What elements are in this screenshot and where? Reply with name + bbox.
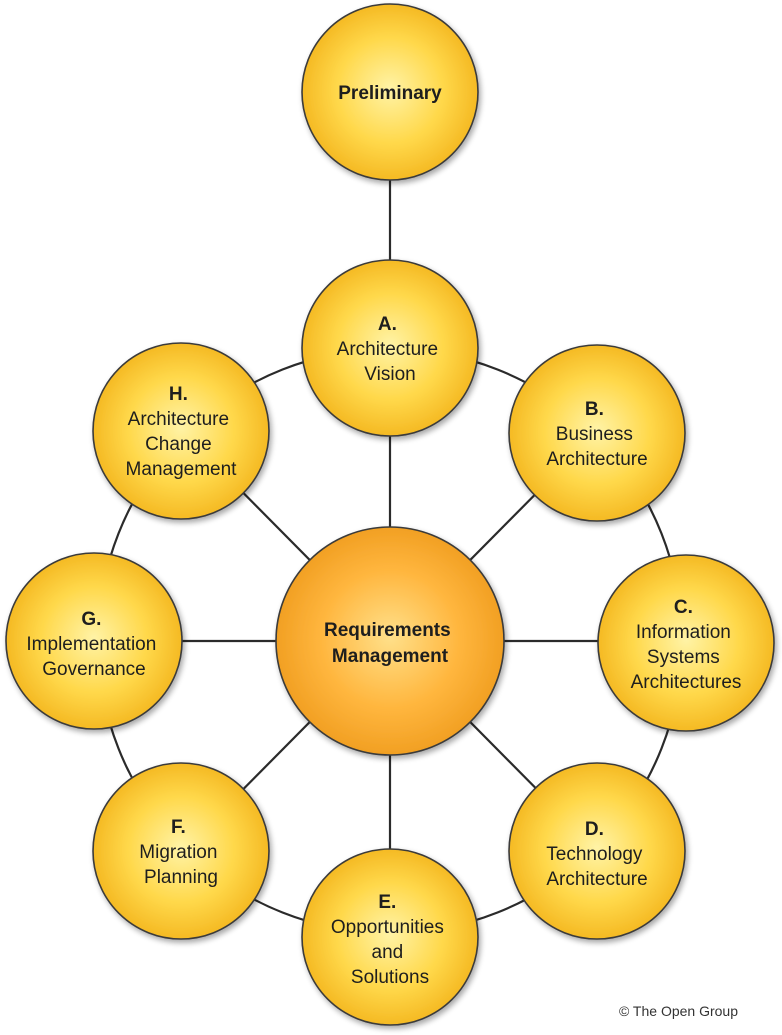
node-b-business-architecture: B. Business Architecture: [508, 344, 686, 522]
node-f-line-1: Migration: [139, 842, 217, 863]
node-c-circle: [597, 554, 775, 732]
node-h-line-3: Management: [126, 459, 238, 480]
node-e-line-1: Opportunities: [331, 917, 444, 938]
node-h-circle: [92, 342, 270, 520]
svg-text:Preliminary: Preliminary: [338, 83, 442, 104]
svg-text:F. Migration Plann: F. Migration Planning: [139, 817, 222, 888]
node-f-migration-planning: F. Migration Planning: [92, 762, 270, 940]
node-e-line-2: and: [372, 942, 404, 963]
svg-text:Requirements Management: Requirements Management: [324, 620, 456, 667]
node-b-letter: B.: [585, 399, 604, 420]
node-c-information-systems-architectures: C. Information Systems Architectures: [597, 554, 775, 732]
node-g-line-1: Implementation: [26, 634, 156, 655]
node-center-circle: [275, 526, 505, 756]
node-center-line-2: Management: [332, 646, 449, 667]
node-requirements-management: Requirements Management: [275, 526, 505, 756]
node-d-line-2: Architecture: [546, 869, 647, 890]
svg-text:C. Information Sys: C. Information Systems Architectures: [631, 597, 742, 693]
node-b-line-2: Architecture: [546, 449, 647, 470]
node-g-circle: [5, 552, 183, 730]
node-d-technology-architecture: D. Technology Architecture: [508, 762, 686, 940]
node-e-letter: E.: [378, 892, 396, 913]
svg-text:D. Technology Arch: D. Technology Architecture: [546, 819, 647, 890]
copyright-notice: © The Open Group: [618, 1003, 738, 1019]
node-h-line-2: Change: [145, 434, 212, 455]
node-c-line-1: Information: [636, 622, 731, 643]
node-h-line-1: Architecture: [128, 409, 229, 430]
node-f-letter: F.: [171, 817, 186, 838]
node-b-line-1: Business: [556, 424, 633, 445]
node-preliminary-circle: [301, 3, 479, 181]
node-g-letter: G.: [81, 609, 101, 630]
node-g-implementation-governance: G. Implementation Governance: [5, 552, 183, 730]
node-preliminary: Preliminary: [301, 3, 479, 181]
svg-text:E. Opportunities a: E. Opportunities and Solutions: [331, 892, 449, 988]
node-f-line-2: Planning: [144, 867, 218, 888]
svg-text:B. Business Archit: B. Business Architecture: [546, 399, 647, 470]
node-f-circle: [92, 762, 270, 940]
svg-text:H. Architecture Ch: H. Architecture Change Management: [126, 384, 238, 480]
node-e-line-3: Solutions: [351, 967, 429, 988]
node-h-architecture-change-management: H. Architecture Change Management: [92, 342, 270, 520]
node-a-architecture-vision: A. Architecture Vision: [301, 259, 479, 437]
node-a-line-2: Vision: [364, 364, 415, 385]
node-g-line-2: Governance: [42, 659, 146, 680]
svg-text:G. Implementation: G. Implementation Governance: [26, 609, 161, 680]
node-preliminary-label: Preliminary: [338, 83, 442, 104]
node-c-line-3: Architectures: [631, 672, 742, 693]
svg-text:A. Architecture Vi: A. Architecture Vision: [337, 314, 444, 385]
node-b-circle: [508, 344, 686, 522]
node-d-circle: [508, 762, 686, 940]
node-d-line-1: Technology: [546, 844, 643, 865]
node-e-opportunities-and-solutions: E. Opportunities and Solutions: [301, 848, 479, 1026]
node-h-letter: H.: [169, 384, 188, 405]
node-e-circle: [301, 848, 479, 1026]
node-c-line-2: Systems: [647, 647, 720, 668]
node-a-line-1: Architecture: [337, 339, 438, 360]
node-center-line-1: Requirements: [324, 620, 451, 641]
node-a-circle: [301, 259, 479, 437]
node-c-letter: C.: [674, 597, 693, 618]
node-d-letter: D.: [585, 819, 604, 840]
node-a-letter: A.: [378, 314, 397, 335]
